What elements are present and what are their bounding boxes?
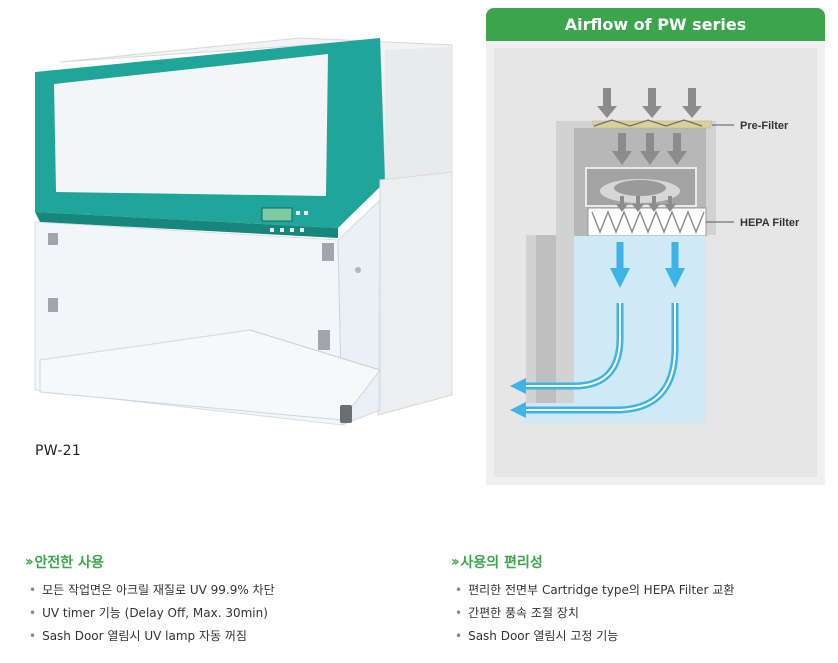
model-label: PW-21 — [35, 443, 82, 459]
convenience-features: ›› 사용의 편리성 편리한 전면부 Cartridge type의 HEPA … — [451, 552, 734, 648]
hepa-filter-label: HEPA Filter — [740, 217, 800, 229]
double-chevron-right-icon: ›› — [451, 554, 459, 570]
product-image: PW-21 — [0, 0, 470, 470]
airflow-panel: Airflow of PW series — [486, 8, 825, 485]
convenience-features-title: 사용의 편리성 — [460, 555, 543, 571]
airflow-title: Airflow of PW series — [486, 8, 825, 41]
airflow-schematic: Pre-Filter HEPA Filter — [510, 88, 800, 423]
list-item: Sash Door 열림시 UV lamp 자동 꺼짐 — [25, 625, 275, 648]
list-item: Sash Door 열림시 고정 기능 — [451, 625, 734, 648]
list-item: UV timer 기능 (Delay Off, Max. 30min) — [25, 602, 275, 625]
safety-features-title: 안전한 사용 — [34, 555, 104, 571]
pre-filter-label: Pre-Filter — [740, 120, 789, 132]
list-item: 간편한 풍속 조절 장치 — [451, 602, 734, 625]
double-chevron-right-icon: ›› — [25, 554, 33, 570]
list-item: 모든 작업면은 아크릴 재질로 UV 99.9% 차단 — [25, 579, 275, 602]
safety-features-list: 모든 작업면은 아크릴 재질로 UV 99.9% 차단 UV timer 기능 … — [25, 579, 275, 648]
convenience-features-list: 편리한 전면부 Cartridge type의 HEPA Filter 교환 간… — [451, 579, 734, 648]
clean-bench-illustration — [34, 37, 453, 426]
safety-features: ›› 안전한 사용 모든 작업면은 아크릴 재질로 UV 99.9% 차단 UV… — [25, 552, 275, 648]
list-item: 편리한 전면부 Cartridge type의 HEPA Filter 교환 — [451, 579, 734, 602]
